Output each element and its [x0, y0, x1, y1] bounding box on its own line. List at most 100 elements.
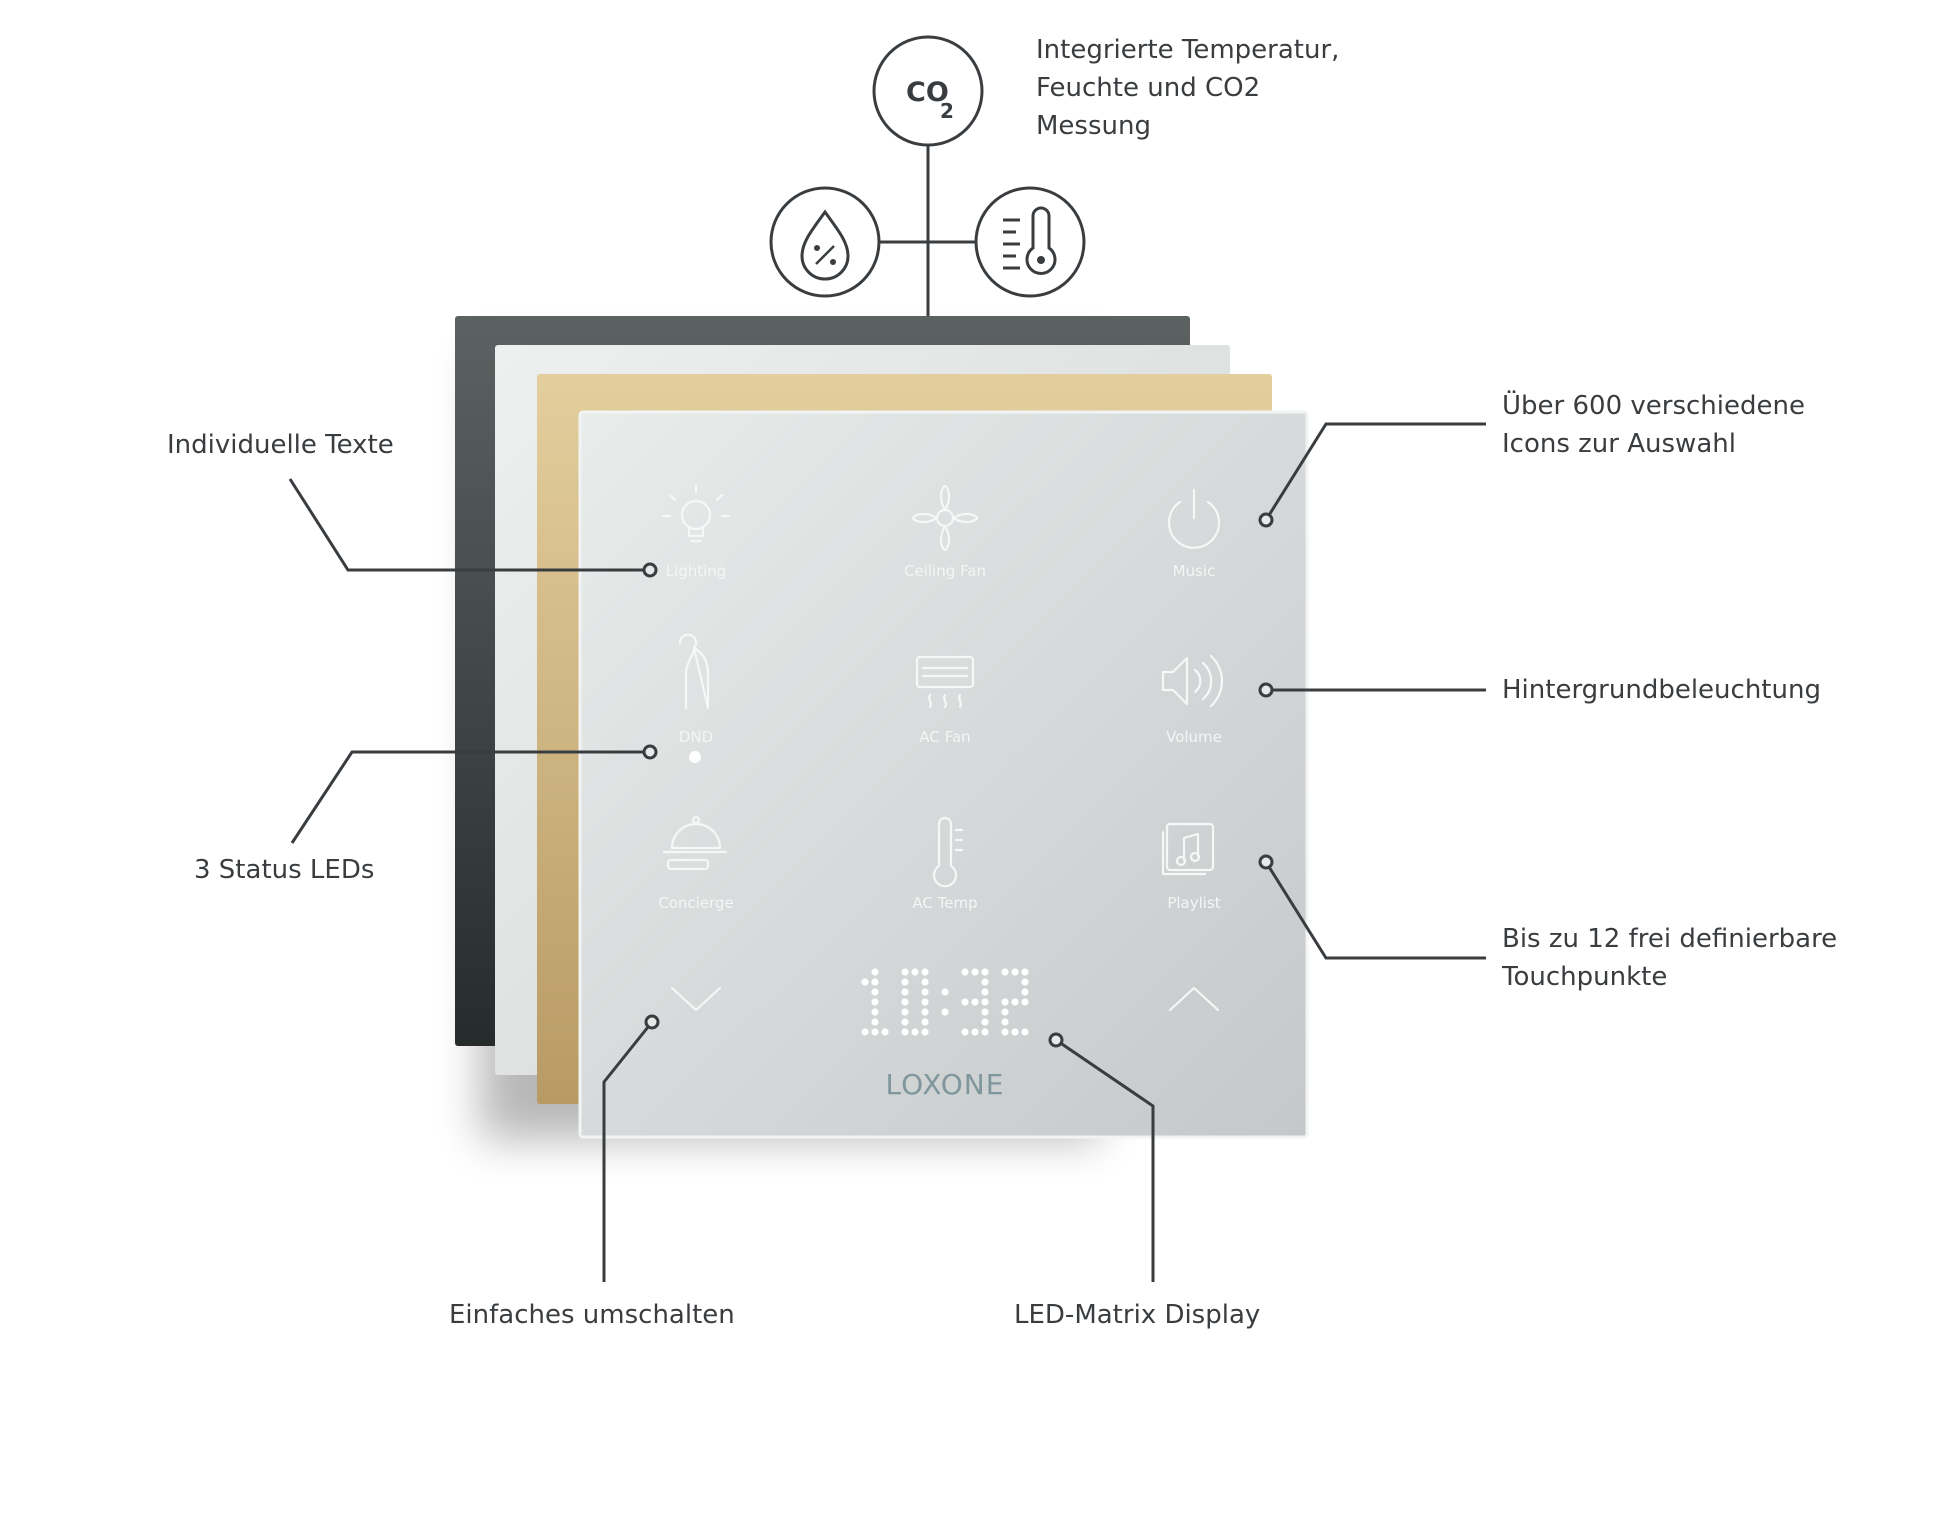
clock-led-dot — [901, 1028, 909, 1036]
clock-led-dot — [971, 968, 979, 976]
power-icon — [1167, 488, 1221, 549]
callout-touchpoints-line-1: Bis zu 12 frei definierbare — [1502, 924, 1838, 954]
clock-led-dot — [1021, 988, 1029, 996]
speaker-icon — [1161, 654, 1224, 708]
cloche-icon — [662, 815, 728, 871]
callout-icons: Über 600 verschiedene Icons zur Auswahl — [1502, 387, 1805, 463]
clock-led-dot — [1001, 998, 1009, 1006]
clock-led-dot — [871, 988, 879, 996]
clock-led-dot — [941, 1008, 949, 1016]
callout-backlight-line-1: Hintergrundbeleuchtung — [1502, 675, 1821, 705]
clock-led-dot — [1021, 978, 1029, 986]
clock-led-dot — [871, 1008, 879, 1016]
ac-temp-thermometer-icon — [932, 816, 964, 888]
door-hanger-icon — [678, 633, 710, 710]
clock-led-dot — [881, 1028, 889, 1036]
callout-icons-line-1: Über 600 verschiedene — [1502, 391, 1805, 421]
callout-status-leds-line-1: 3 Status LEDs — [194, 855, 375, 885]
clock-led-dot — [871, 968, 879, 976]
clock-led-dot — [861, 1028, 869, 1036]
clock-led-dot — [921, 1028, 929, 1036]
clock-led-dot — [1001, 968, 1009, 976]
air-conditioner-icon — [915, 655, 975, 709]
co2-text: CO — [906, 77, 949, 108]
clock-led-dot — [1001, 1008, 1009, 1016]
callout-sensors: Integrierte Temperatur, Feuchte und CO2 … — [1036, 31, 1339, 145]
button-label-playlist[interactable]: Playlist — [1167, 894, 1220, 912]
callout-backlight: Hintergrundbeleuchtung — [1502, 671, 1821, 709]
clock-led-dot — [981, 1028, 989, 1036]
clock-led-dot — [921, 998, 929, 1006]
clock-led-dot — [1011, 998, 1019, 1006]
status-led — [689, 751, 701, 763]
clock-led-dot — [901, 978, 909, 986]
callout-dots — [642, 512, 1274, 1048]
callout-display-line-1: LED-Matrix Display — [1014, 1300, 1261, 1330]
clock-led-dot — [981, 1008, 989, 1016]
chevron-up-icon[interactable] — [1168, 986, 1220, 1012]
thermometer-icon — [974, 186, 1086, 298]
clock-led-dot — [981, 1018, 989, 1026]
clock-led-dot — [981, 978, 989, 986]
clock-led-dot — [901, 998, 909, 1006]
sensor-connectors — [880, 146, 975, 316]
callout-icons-line-2: Icons zur Auswahl — [1502, 429, 1736, 459]
callout-display: LED-Matrix Display — [1014, 1296, 1260, 1334]
clock-led-dot — [1021, 998, 1029, 1006]
clock-led-dot — [921, 968, 929, 976]
clock-led-dot — [861, 978, 869, 986]
callout-texts-line-1: Individuelle Texte — [167, 430, 394, 460]
callout-status-leds: 3 Status LEDs — [194, 851, 374, 889]
callout-lines — [288, 422, 1486, 1282]
button-label-concierge[interactable]: Concierge — [658, 894, 733, 912]
callout-sensors-line-2: Feuchte und CO2 — [1036, 73, 1261, 103]
clock-led-dot — [911, 1028, 919, 1036]
brand-logo: LOXONE — [886, 1068, 1005, 1101]
clock-led-dot — [1021, 968, 1029, 976]
clock-led-dot — [921, 988, 929, 996]
clock-led-dot — [961, 968, 969, 976]
clock-led-dot — [901, 1018, 909, 1026]
clock-led-dot — [981, 998, 989, 1006]
callout-sensors-line-3: Messung — [1036, 111, 1151, 141]
clock-led-dot — [871, 998, 879, 1006]
callout-texts: Individuelle Texte — [167, 426, 394, 464]
button-label-ac-temp[interactable]: AC Temp — [912, 894, 977, 912]
clock-led-dot — [901, 988, 909, 996]
clock-led-dot — [921, 1008, 929, 1016]
clock-led-dot — [871, 978, 879, 986]
clock-led-dot — [921, 1018, 929, 1026]
callout-switching-line-1: Einfaches umschalten — [449, 1300, 735, 1330]
clock-led-dot — [941, 988, 949, 996]
panel-front — [578, 410, 1309, 1139]
callout-switching: Einfaches umschalten — [449, 1296, 735, 1334]
button-label-ceiling-fan[interactable]: Ceiling Fan — [904, 562, 986, 580]
button-label-music[interactable]: Music — [1173, 562, 1216, 580]
lightbulb-icon — [661, 484, 731, 543]
clock-led-dot — [1011, 1028, 1019, 1036]
clock-led-dot — [971, 1028, 979, 1036]
clock-led-dot — [1001, 1028, 1009, 1036]
callout-touchpoints-line-2: Touchpunkte — [1502, 962, 1668, 992]
button-label-ac-fan[interactable]: AC Fan — [919, 728, 970, 746]
playlist-icon — [1161, 822, 1215, 876]
chevron-down-icon[interactable] — [670, 986, 722, 1012]
clock-led-dot — [961, 998, 969, 1006]
clock-led-dot — [1011, 968, 1019, 976]
clock-led-dot — [981, 968, 989, 976]
button-label-lighting[interactable]: Lighting — [666, 562, 727, 580]
button-label-dnd[interactable]: DND — [679, 728, 713, 746]
clock-led-dot — [911, 968, 919, 976]
clock-led-dot — [921, 978, 929, 986]
button-label-volume[interactable]: Volume — [1166, 728, 1222, 746]
clock-led-dot — [971, 998, 979, 1006]
co2-icon: CO 2 — [872, 35, 984, 147]
clock-led-dot — [1021, 1028, 1029, 1036]
co2-subscript: 2 — [940, 99, 954, 123]
callout-sensors-line-1: Integrierte Temperatur, — [1036, 35, 1340, 65]
clock-led-dot — [981, 988, 989, 996]
led-matrix-clock — [861, 968, 1029, 1036]
clock-led-dot — [901, 968, 909, 976]
ceiling-fan-icon — [911, 484, 979, 552]
